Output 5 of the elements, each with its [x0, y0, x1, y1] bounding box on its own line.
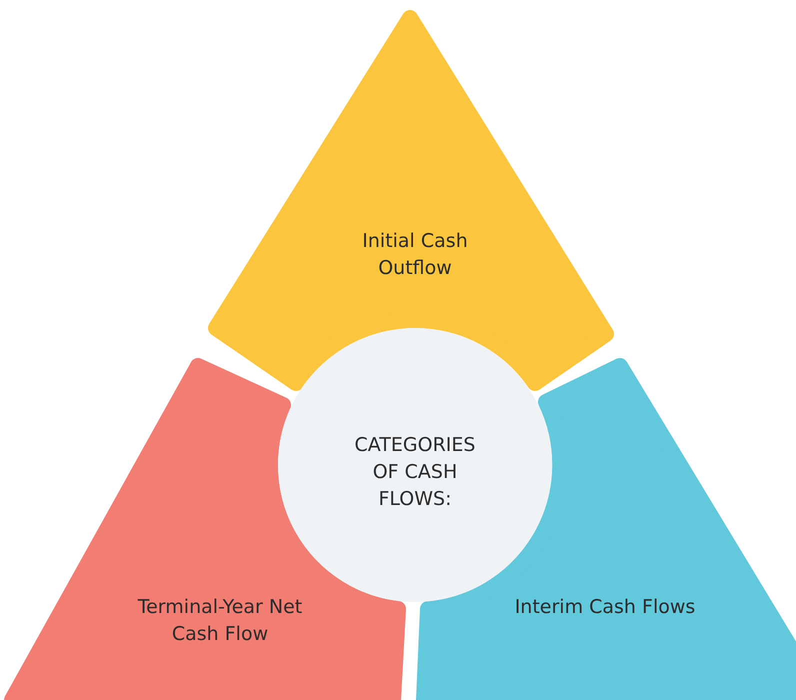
segment-label: Interim Cash Flows [514, 595, 696, 620]
segment-label: Terminal-Year Net Cash Flow [136, 595, 304, 647]
triangle-segment [206, 8, 616, 392]
segment-label: Initial Cash Outflow [361, 229, 469, 281]
center-title: CATEGORIES OF CASH FLOWS: [354, 433, 476, 512]
